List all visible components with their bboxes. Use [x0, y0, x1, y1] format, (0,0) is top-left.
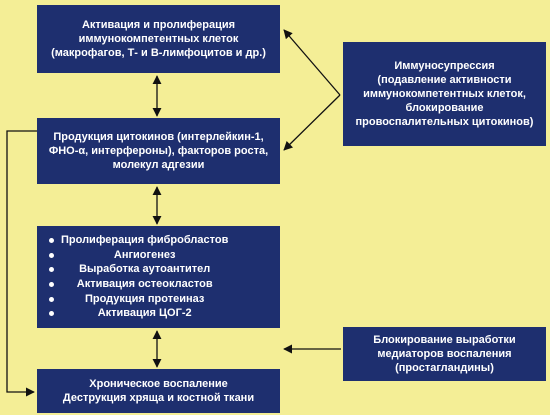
chronic-line-2: Деструкция хряща и костной ткани [62, 392, 255, 404]
processes-list: Пролиферация фибробластов Ангиогенез Выр… [49, 233, 228, 321]
cytokines-line-2: ФНО-α, интерфероны), факторов роста, [48, 145, 269, 157]
blocking-line-1: Блокирование выработки [373, 334, 516, 346]
list-item: Ангиогенез [49, 248, 228, 263]
immunosupp-line-4: блокирование [405, 102, 484, 114]
mediator-blocking-box: Блокирование выработки медиаторов воспал… [343, 327, 546, 381]
list-item: Активация ЦОГ-2 [49, 306, 228, 321]
list-item: Активация остеокластов [49, 277, 228, 292]
activation-line-2: иммунокомпетентных клеток [78, 33, 239, 45]
immunosupp-line-1: Иммуносупрессия [394, 60, 495, 72]
list-item: Пролиферация фибробластов [49, 233, 228, 248]
arrow-immunosupp-cytokines [283, 94, 341, 151]
blocking-line-2: медиаторов воспаления [377, 348, 512, 360]
immunosupp-line-2: (подавление активности [377, 74, 512, 86]
processes-box: Пролиферация фибробластов Ангиогенез Выр… [37, 226, 280, 328]
cytokines-line-3: молекул адгезии [112, 159, 205, 171]
immunosupp-line-3: иммунокомпетентных клеток, [363, 88, 526, 100]
activation-line-1: Активация и пролиферация [81, 19, 236, 31]
arrow-cytokines-chronic-loop [6, 130, 37, 397]
immunosuppression-box: Иммуносупрессия (подавление активности и… [343, 42, 546, 146]
cytokines-box: Продукция цитокинов (интерлейкин-1, ФНО-… [37, 118, 280, 184]
chronic-inflammation-box: Хроническое воспаление Деструкция хряща … [37, 369, 280, 413]
chronic-line-1: Хроническое воспаление [89, 378, 228, 390]
cytokines-line-1: Продукция цитокинов (интерлейкин-1, [53, 131, 264, 143]
activation-box: Активация и пролиферация иммунокомпетент… [37, 5, 280, 73]
list-item: Выработка аутоантител [49, 262, 228, 277]
blocking-line-3: (простагландины) [395, 362, 494, 374]
activation-line-3: (макрофагов, Т- и В-лимфоцитов и др.) [51, 47, 266, 59]
arrow-immunosupp-activation [283, 29, 341, 96]
list-item: Продукция протеиназ [49, 292, 228, 307]
immunosupp-line-5: провоспалительных цитокинов) [355, 116, 534, 128]
